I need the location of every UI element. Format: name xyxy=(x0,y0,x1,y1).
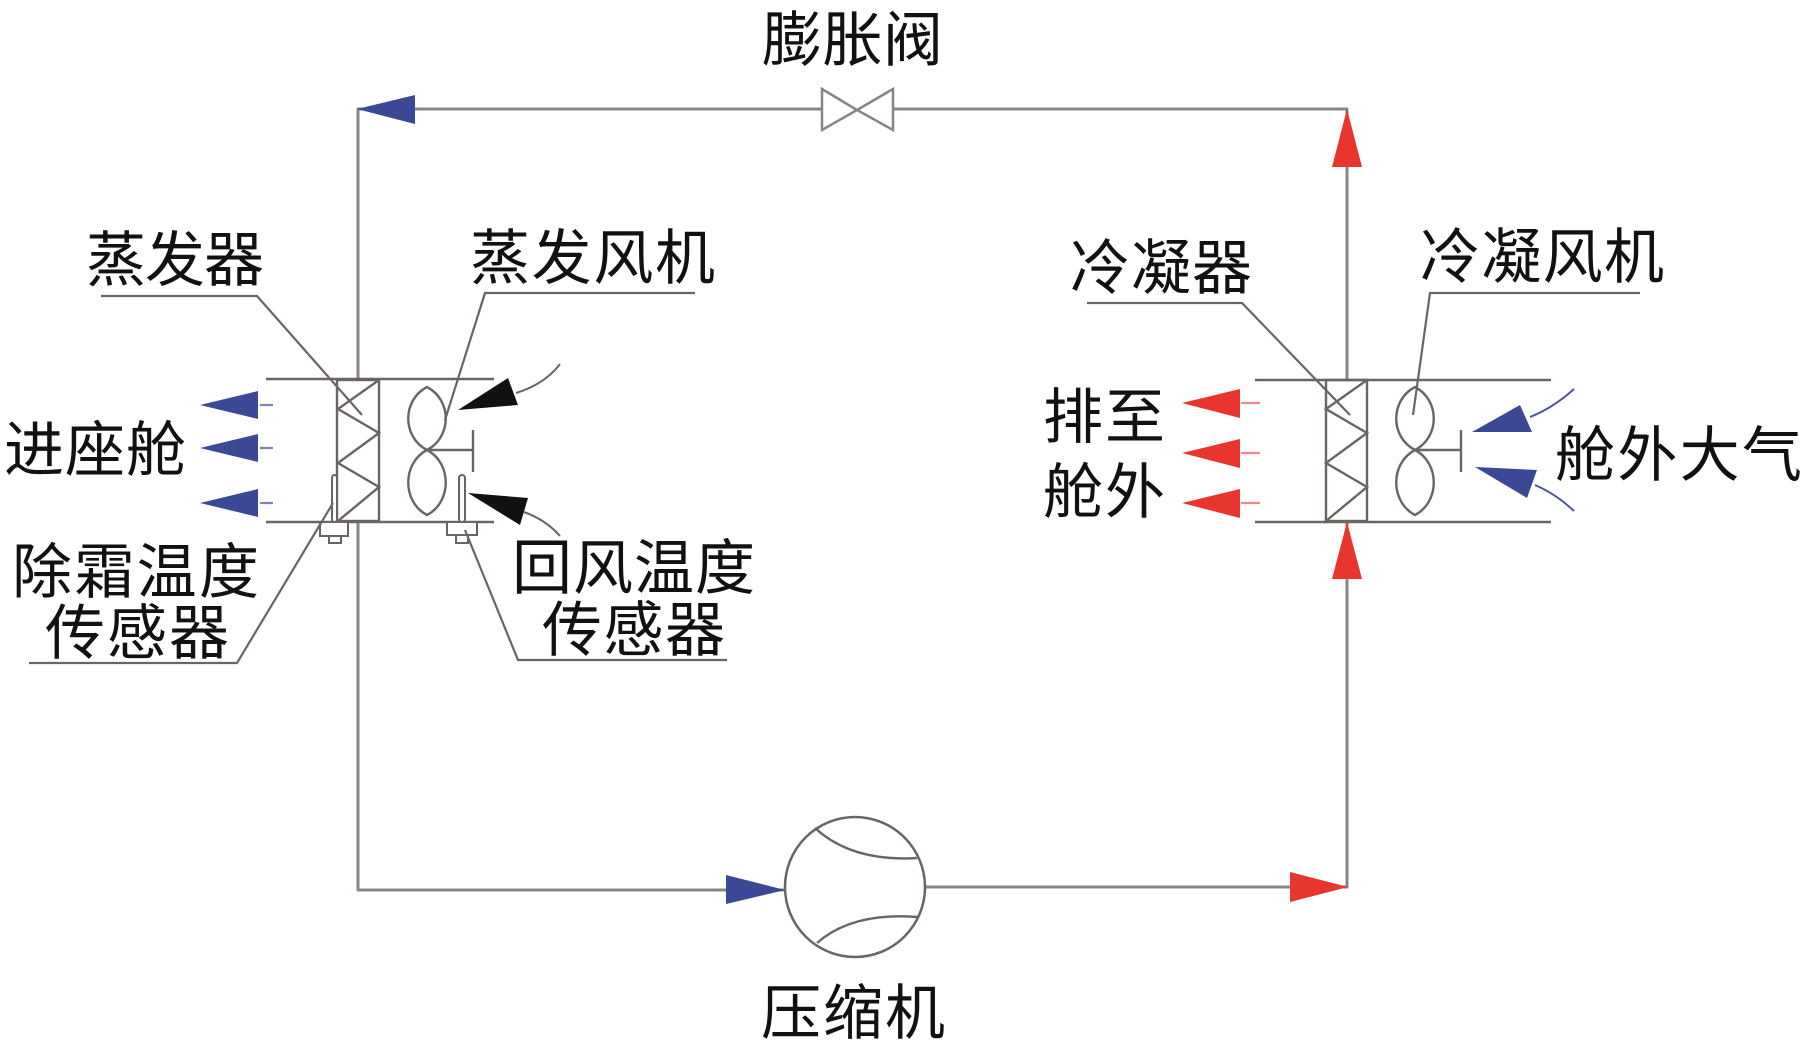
outside-air-arrows xyxy=(1472,388,1575,512)
return-air-arrow-curve xyxy=(515,363,561,394)
condenser-unit xyxy=(1182,378,1575,524)
evaporator-coil xyxy=(335,378,381,523)
return-air-sensor-tab xyxy=(455,534,469,544)
outside-air-arrow-icon xyxy=(1472,405,1532,432)
expansion-valve-symbol xyxy=(820,86,895,133)
label-condenser-fan: 冷凝风机 xyxy=(1420,223,1664,293)
label-condenser: 冷凝器 xyxy=(1070,234,1252,304)
compressor-lower-arc xyxy=(816,915,918,944)
return-air-arrow-icon xyxy=(458,378,518,410)
label-return-air-sensor-line2: 传感器 xyxy=(542,596,725,666)
compressor-symbol xyxy=(783,815,927,959)
outside-air-arrow-curve xyxy=(1529,388,1575,418)
leader-condenser xyxy=(1087,301,1351,416)
label-exhaust-line2: 舱外 xyxy=(1043,458,1165,528)
evaporator-fan-blade-top xyxy=(407,385,447,452)
exhaust-air-arrows xyxy=(1182,389,1260,518)
outside-air-arrow-curve xyxy=(1534,484,1575,512)
leader-return-air-sensor xyxy=(463,529,727,662)
flow-arrow-right-icon xyxy=(726,875,785,904)
pipe-evaporator-to-compressor xyxy=(356,520,787,892)
condenser-coil-zigzag xyxy=(1323,379,1370,522)
evaporator-unit xyxy=(200,363,561,544)
valve-right-triangle xyxy=(854,86,895,133)
label-return-air-sensor-line1: 回风温度 xyxy=(512,534,755,604)
label-defrost-sensor-line1: 除霜温度 xyxy=(12,538,259,608)
supply-air-arrows xyxy=(200,391,273,517)
condenser-coil xyxy=(1324,378,1369,523)
return-air-sensor-mount xyxy=(446,521,478,536)
evaporator-fan-blade-bottom xyxy=(407,448,447,517)
return-air-arrow-curve xyxy=(523,511,561,537)
leader-lines xyxy=(29,291,1640,665)
hot-air-arrow-left-icon xyxy=(1182,439,1240,468)
hot-air-arrow-left-icon xyxy=(1182,389,1240,418)
defrost-sensor-tab xyxy=(328,535,342,544)
condenser-fan-blade-bottom xyxy=(1395,448,1435,517)
air-arrow-left-icon xyxy=(200,489,258,517)
label-evaporator: 蒸发器 xyxy=(86,226,264,296)
leader-evaporator xyxy=(101,294,363,416)
label-expansion-valve: 膨胀阀 xyxy=(762,6,943,76)
defrost-sensor-mount xyxy=(319,521,349,537)
label-to-cabin: 进座舱 xyxy=(4,416,186,486)
return-air-sensor-probe xyxy=(458,474,466,523)
hot-air-arrow-left-icon xyxy=(1182,489,1240,518)
leader-defrost-sensor xyxy=(29,502,334,665)
flow-arrow-up-icon xyxy=(1332,109,1362,167)
evaporator-coil-zigzag xyxy=(335,379,382,522)
outside-air-arrow-icon xyxy=(1475,467,1537,498)
return-air-arrow-icon xyxy=(468,493,528,525)
defrost-temperature-sensor xyxy=(319,474,349,544)
leader-evaporator-fan xyxy=(443,291,695,421)
return-air-temperature-sensor xyxy=(446,474,478,544)
flow-arrow-left-icon xyxy=(357,95,415,124)
flow-arrow-up-icon xyxy=(1332,522,1362,579)
air-arrow-left-icon xyxy=(200,391,258,419)
pipe-compressor-to-condenser xyxy=(923,520,1349,889)
label-compressor: 压缩机 xyxy=(761,979,945,1045)
label-defrost-sensor-line2: 传感器 xyxy=(45,599,229,669)
flow-arrow-right-icon xyxy=(1290,872,1348,902)
label-outside-air: 舱外大气 xyxy=(1555,421,1802,491)
label-exhaust-line1: 排至 xyxy=(1043,383,1165,453)
air-arrow-left-icon xyxy=(200,434,258,462)
compressor-upper-arc xyxy=(814,827,918,860)
label-evaporator-fan: 蒸发风机 xyxy=(470,224,715,294)
return-air-arrows xyxy=(458,363,561,537)
defrost-sensor-probe xyxy=(331,474,338,523)
refrigerant-flow-arrows xyxy=(357,95,1362,904)
leader-condenser-fan xyxy=(1411,291,1640,416)
valve-left-triangle xyxy=(820,86,860,133)
compressor-body xyxy=(783,815,927,959)
